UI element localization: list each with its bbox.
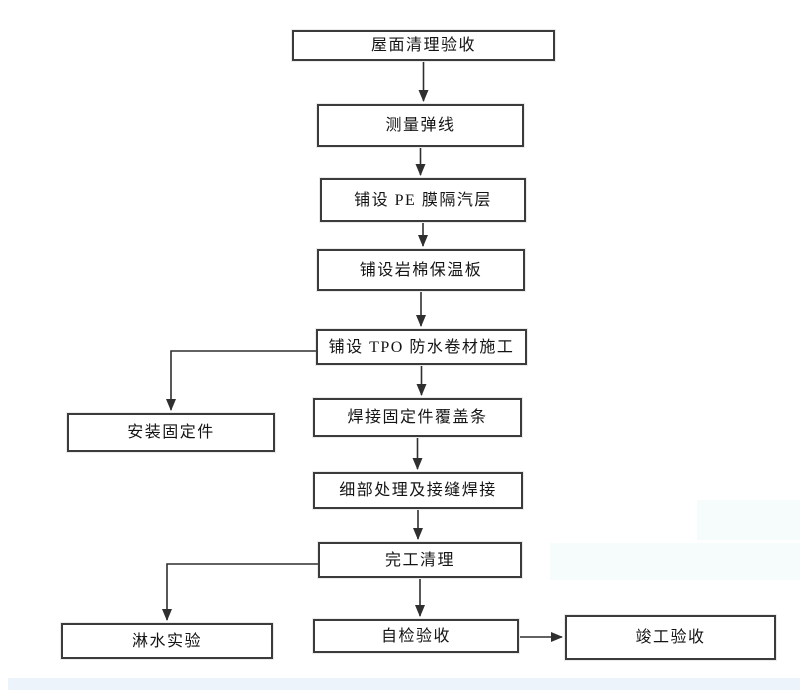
flow-node-label: 铺设 TPO 防水卷材施工 bbox=[328, 338, 515, 356]
flow-node-label: 竣工验收 bbox=[635, 629, 706, 646]
flow-node-pe-film: 铺设 PE 膜隔汽层 bbox=[320, 178, 526, 222]
flow-node-detail-weld: 细部处理及接缝焊接 bbox=[313, 472, 523, 509]
flow-node-tpo-membrane: 铺设 TPO 防水卷材施工 bbox=[316, 329, 527, 365]
flow-edge-final-clean-to-water-test bbox=[162, 563, 318, 621]
flow-node-label: 完工清理 bbox=[384, 551, 455, 569]
flow-node-final-clean: 完工清理 bbox=[318, 542, 522, 578]
flow-node-roof-clean: 屋面清理验收 bbox=[292, 30, 555, 61]
flow-node-label: 自检验收 bbox=[380, 627, 451, 645]
flow-node-install-fix: 安装固定件 bbox=[67, 413, 275, 452]
flow-node-measure-line: 测量弹线 bbox=[317, 104, 524, 147]
scan-tint-artifact bbox=[8, 678, 800, 690]
scan-tint-artifact bbox=[550, 543, 800, 580]
scan-tint-artifact bbox=[697, 500, 800, 540]
flow-node-completion: 竣工验收 bbox=[565, 615, 776, 660]
flow-node-label: 测量弹线 bbox=[385, 117, 456, 134]
flow-node-label: 安装固定件 bbox=[127, 424, 215, 441]
flow-node-water-test: 淋水实验 bbox=[61, 623, 273, 659]
flow-node-label: 屋面清理验收 bbox=[370, 37, 476, 54]
flow-node-weld-cover: 焊接固定件覆盖条 bbox=[313, 398, 522, 437]
flow-node-self-check: 自检验收 bbox=[313, 619, 519, 653]
flow-node-label: 焊接固定件覆盖条 bbox=[347, 409, 488, 426]
flow-node-label: 铺设岩棉保温板 bbox=[359, 261, 483, 279]
flow-edge-tpo-membrane-to-install-fix bbox=[166, 350, 316, 411]
flow-node-label: 淋水实验 bbox=[131, 632, 202, 650]
flow-node-label: 细部处理及接缝焊接 bbox=[339, 482, 497, 499]
flow-node-rockwool: 铺设岩棉保温板 bbox=[317, 249, 525, 291]
flow-node-label: 铺设 PE 膜隔汽层 bbox=[354, 191, 492, 209]
